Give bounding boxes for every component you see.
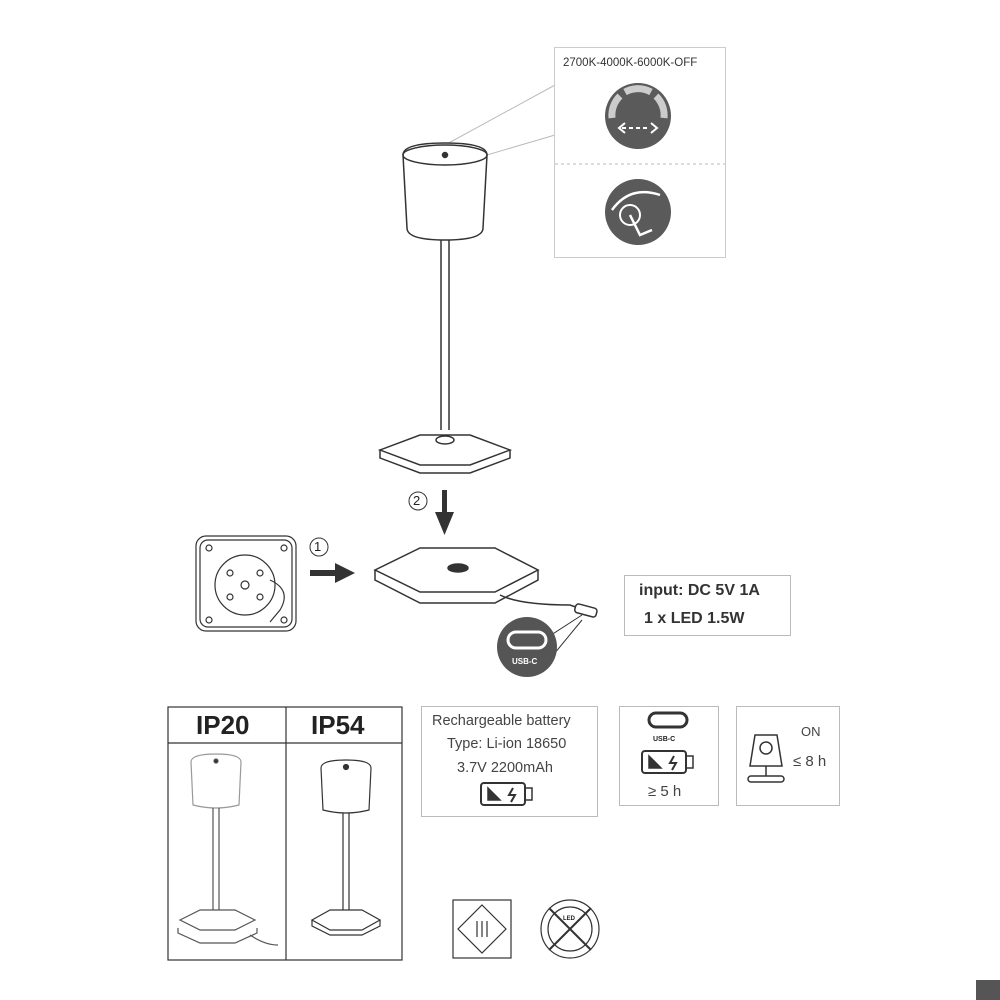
- usb-c-badge-label: USB-C: [512, 657, 538, 666]
- charge-time-box: [619, 706, 719, 806]
- charge-time: ≥ 5 h: [648, 783, 682, 800]
- battery-info-box: [421, 706, 598, 817]
- lamp-main-illustration: [377, 142, 513, 474]
- color-temperature-label: 2700K-4000K-6000K-OFF: [563, 57, 698, 69]
- step-1-number: 1: [314, 539, 322, 554]
- battery-line-3: 3.7V 2200mAh: [457, 760, 553, 776]
- charging-base-illustration: [373, 547, 598, 666]
- battery-line-2: Type: Li-ion 18650: [447, 736, 567, 752]
- led-symbol-label: LED: [563, 916, 575, 922]
- ip20-heading: IP20: [196, 710, 250, 740]
- battery-icon-2: [641, 750, 694, 774]
- callout-box: [554, 47, 726, 258]
- ip-table-grid: [167, 706, 403, 961]
- runtime-time: ≤ 8 h: [793, 753, 827, 770]
- specs-box: [624, 575, 791, 636]
- touch-control-icon: [605, 179, 671, 245]
- led-not-replaceable-icon: [540, 899, 600, 959]
- class-iii-symbol-icon: [452, 899, 512, 959]
- lamp-ip20-illustration: [177, 753, 279, 946]
- battery-icon-1: [480, 782, 533, 806]
- arrow-right-icon: [310, 563, 355, 583]
- step-2-number: 2: [413, 493, 421, 508]
- color-temperature-dial-icon: [605, 83, 671, 149]
- charge-usb-c-label: USB-C: [653, 736, 676, 743]
- page-corner-mark: [976, 980, 1000, 1000]
- battery-line-1: Rechargeable battery: [432, 713, 571, 729]
- input-spec: input: DC 5V 1A: [639, 582, 760, 599]
- led-spec: 1 x LED 1.5W: [644, 610, 745, 627]
- usb-c-badge-icon: [497, 617, 557, 677]
- lamp-on-icon: [747, 734, 785, 783]
- charging-usb-c-icon: [647, 711, 689, 729]
- ip54-heading: IP54: [311, 710, 365, 740]
- arrow-down-icon: [435, 490, 454, 535]
- runtime-state: ON: [801, 724, 821, 739]
- runtime-box: [736, 706, 840, 806]
- lamp-ip54-illustration: [310, 759, 382, 936]
- base-bottom-view-illustration: [195, 535, 297, 632]
